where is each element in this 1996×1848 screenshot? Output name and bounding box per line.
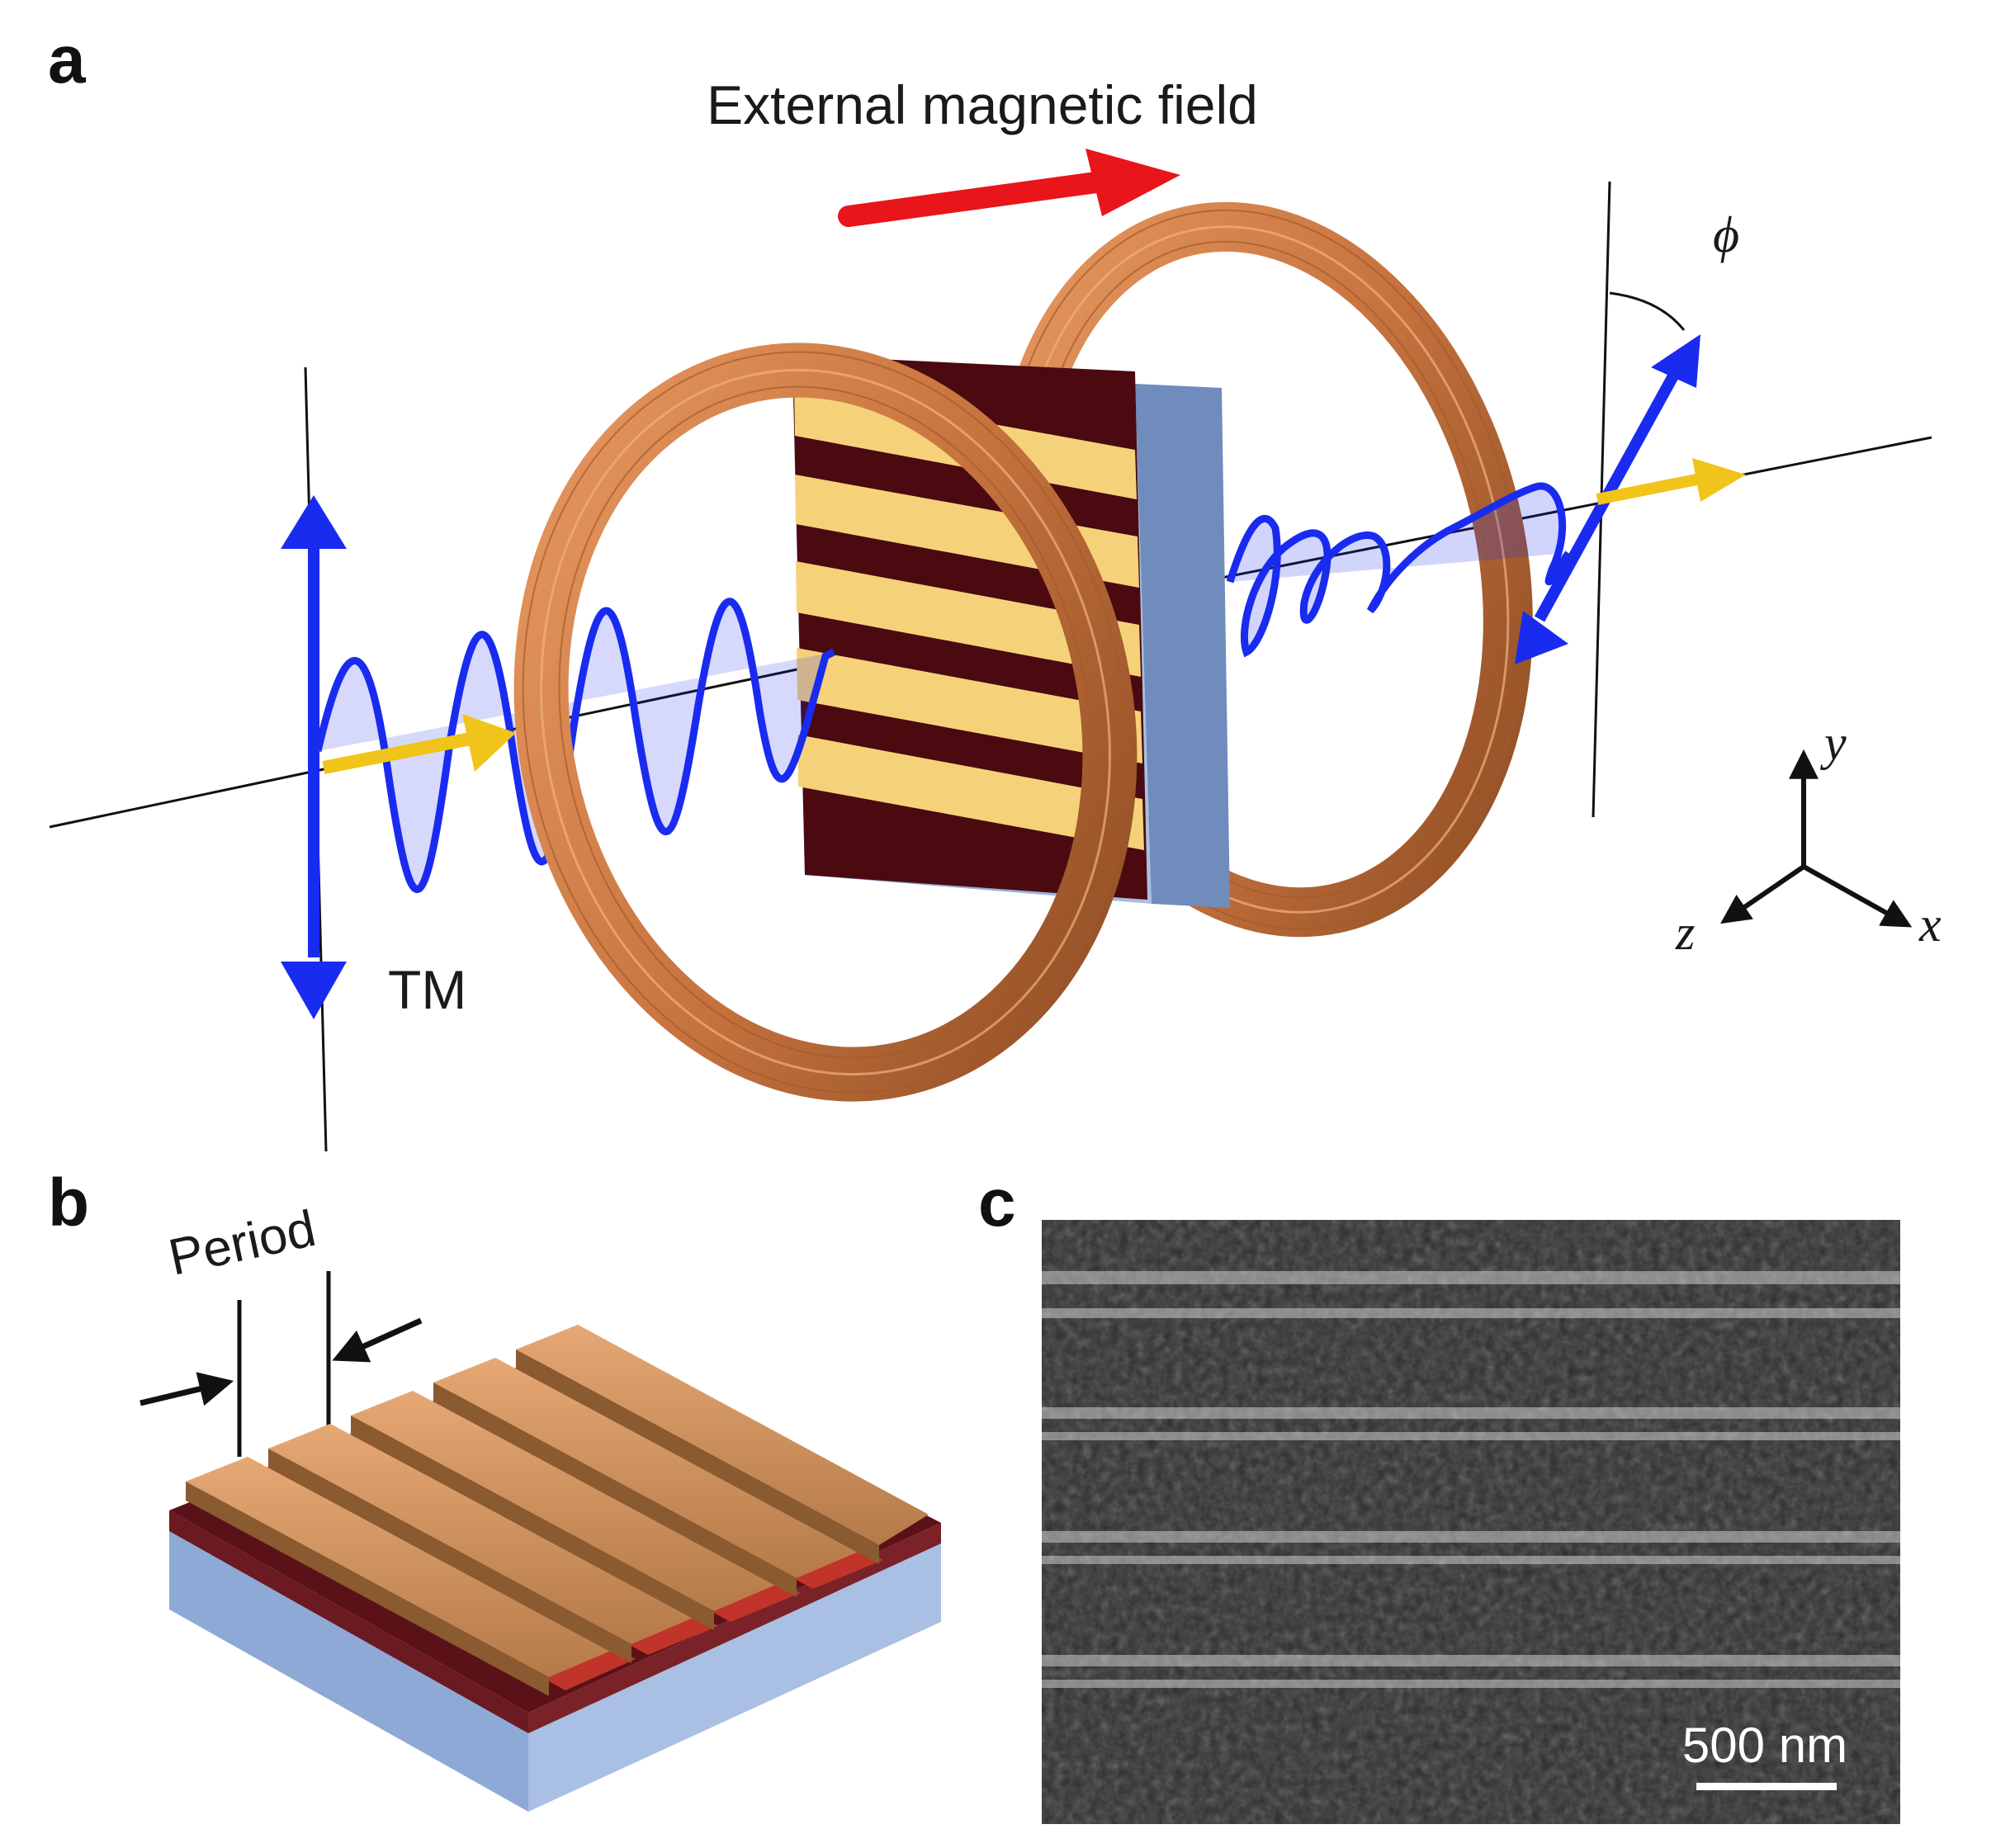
incident-propagation-arrow — [322, 714, 516, 774]
rotated-arrow-up-icon — [1651, 334, 1700, 388]
transmitted-propagation-arrow — [1596, 458, 1746, 505]
x-axis-label: x — [1918, 897, 1942, 952]
field-arrow-icon — [838, 149, 1180, 227]
x-axis-icon — [1802, 864, 1913, 928]
z-axis-icon — [1720, 864, 1805, 924]
tm-label: TM — [388, 959, 466, 1020]
coil-left — [513, 343, 1138, 1102]
grating-device — [169, 1325, 941, 1812]
phi-label: ϕ — [1713, 207, 1739, 263]
scale-bar — [1696, 1783, 1837, 1790]
tm-arrow-up-icon — [281, 495, 347, 549]
rotation-angle-arc — [1609, 291, 1686, 331]
optical-axis-right — [1221, 436, 1932, 579]
coordinate-axes: y x z — [1675, 716, 1942, 960]
period-label: Period — [164, 1200, 321, 1287]
sem-stripes — [1042, 1271, 1900, 1688]
period-arrow-right-icon — [332, 1317, 423, 1363]
scale-bar-label: 500 nm — [1682, 1718, 1847, 1773]
rotated-arrow-down-icon — [1515, 611, 1568, 664]
tm-arrow-down-icon — [281, 962, 347, 1019]
external-field-label: External magnetic field — [707, 74, 1258, 135]
incident-wave — [281, 495, 836, 1019]
metal-bars — [186, 1325, 929, 1696]
z-axis-label: z — [1675, 905, 1695, 960]
panel-b: b Period — [48, 1165, 941, 1812]
sem-image: 500 nm — [1042, 1220, 1900, 1824]
y-axis-label: y — [1819, 716, 1847, 770]
period-arrow-left-icon — [140, 1372, 234, 1406]
panel-c-letter: c — [978, 1165, 1016, 1241]
panel-c: c 500 nm — [978, 1165, 1900, 1824]
panel-b-letter: b — [48, 1165, 89, 1241]
panel-a: a External magnetic field — [48, 22, 1942, 1152]
sample-slab — [792, 355, 1230, 908]
panel-a-letter: a — [48, 22, 87, 97]
